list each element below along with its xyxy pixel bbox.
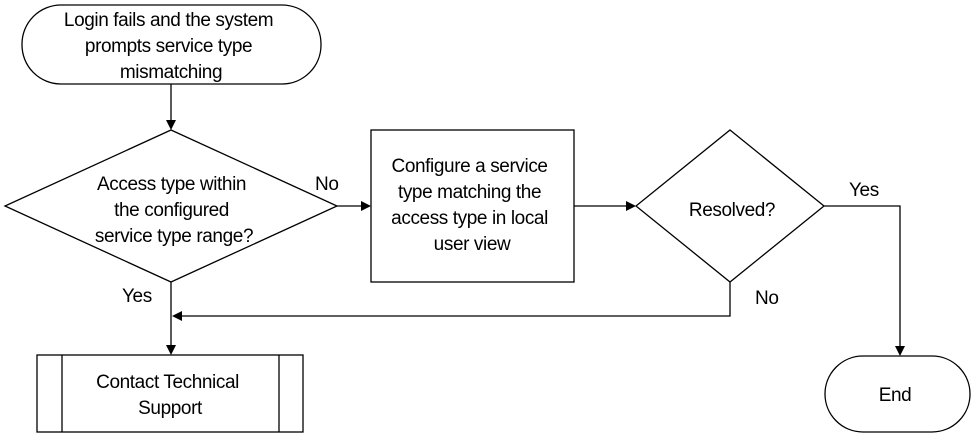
- process-configure-service-type: Configure a service type matching the ac…: [370, 129, 575, 283]
- process-contact-shape: [36, 354, 304, 433]
- label-no-access: No: [315, 174, 339, 195]
- arrowhead: [166, 120, 176, 130]
- arrowhead: [166, 345, 176, 355]
- end-terminator: End: [824, 355, 971, 433]
- connector-yes-to-end: [824, 205, 905, 356]
- start-line-3: mismatching: [120, 62, 222, 83]
- connector-yes-to-contact: [166, 282, 176, 355]
- arrowhead: [626, 201, 636, 211]
- arrowhead: [172, 311, 182, 321]
- start-terminator: Login fails and the system prompts servi…: [21, 4, 322, 85]
- decision-access-line-2: the configured: [114, 200, 229, 221]
- configure-line-3: access type in local: [391, 208, 548, 229]
- decision-access-line-3: service type range?: [95, 226, 253, 247]
- contact-line-2: Support: [138, 398, 203, 419]
- arrowhead: [895, 346, 905, 356]
- label-yes-resolved: Yes: [849, 180, 879, 201]
- end-line-1: End: [879, 385, 912, 406]
- contact-line-1: Contact Technical: [96, 372, 239, 393]
- start-terminator-text: Login fails and the system prompts servi…: [64, 10, 278, 83]
- decision-access-type-text: Access type within the configured servic…: [95, 174, 253, 247]
- connector-start-to-decision: [166, 84, 176, 130]
- connector-no-to-configure: [337, 201, 371, 211]
- label-no-resolved: No: [755, 288, 779, 309]
- process-configure-text: Configure a service type matching the ac…: [391, 156, 553, 255]
- connector-configure-to-resolved: [574, 201, 636, 211]
- start-line-2: prompts service type: [85, 36, 252, 57]
- configure-line-4: user view: [434, 234, 511, 255]
- label-yes-access: Yes: [122, 286, 152, 307]
- decision-resolved-text: Resolved?: [689, 200, 775, 221]
- configure-line-1: Configure a service: [392, 156, 548, 177]
- decision-resolved-line-1: Resolved?: [689, 200, 775, 221]
- configure-line-2: type matching the: [398, 182, 541, 203]
- process-contact-text: Contact Technical Support: [96, 372, 244, 419]
- decision-access-line-1: Access type within: [97, 174, 246, 195]
- process-configure-shape: [370, 129, 575, 283]
- process-contact-technical-support: Contact Technical Support: [36, 354, 304, 433]
- decision-access-type: Access type within the configured servic…: [3, 129, 339, 283]
- connector-no-to-main-flow: [172, 282, 731, 321]
- decision-resolved: Resolved?: [634, 129, 826, 283]
- end-terminator-shape: [824, 355, 971, 433]
- end-terminator-text: End: [879, 385, 912, 406]
- start-line-1: Login fails and the system: [64, 10, 273, 31]
- arrowhead: [361, 201, 371, 211]
